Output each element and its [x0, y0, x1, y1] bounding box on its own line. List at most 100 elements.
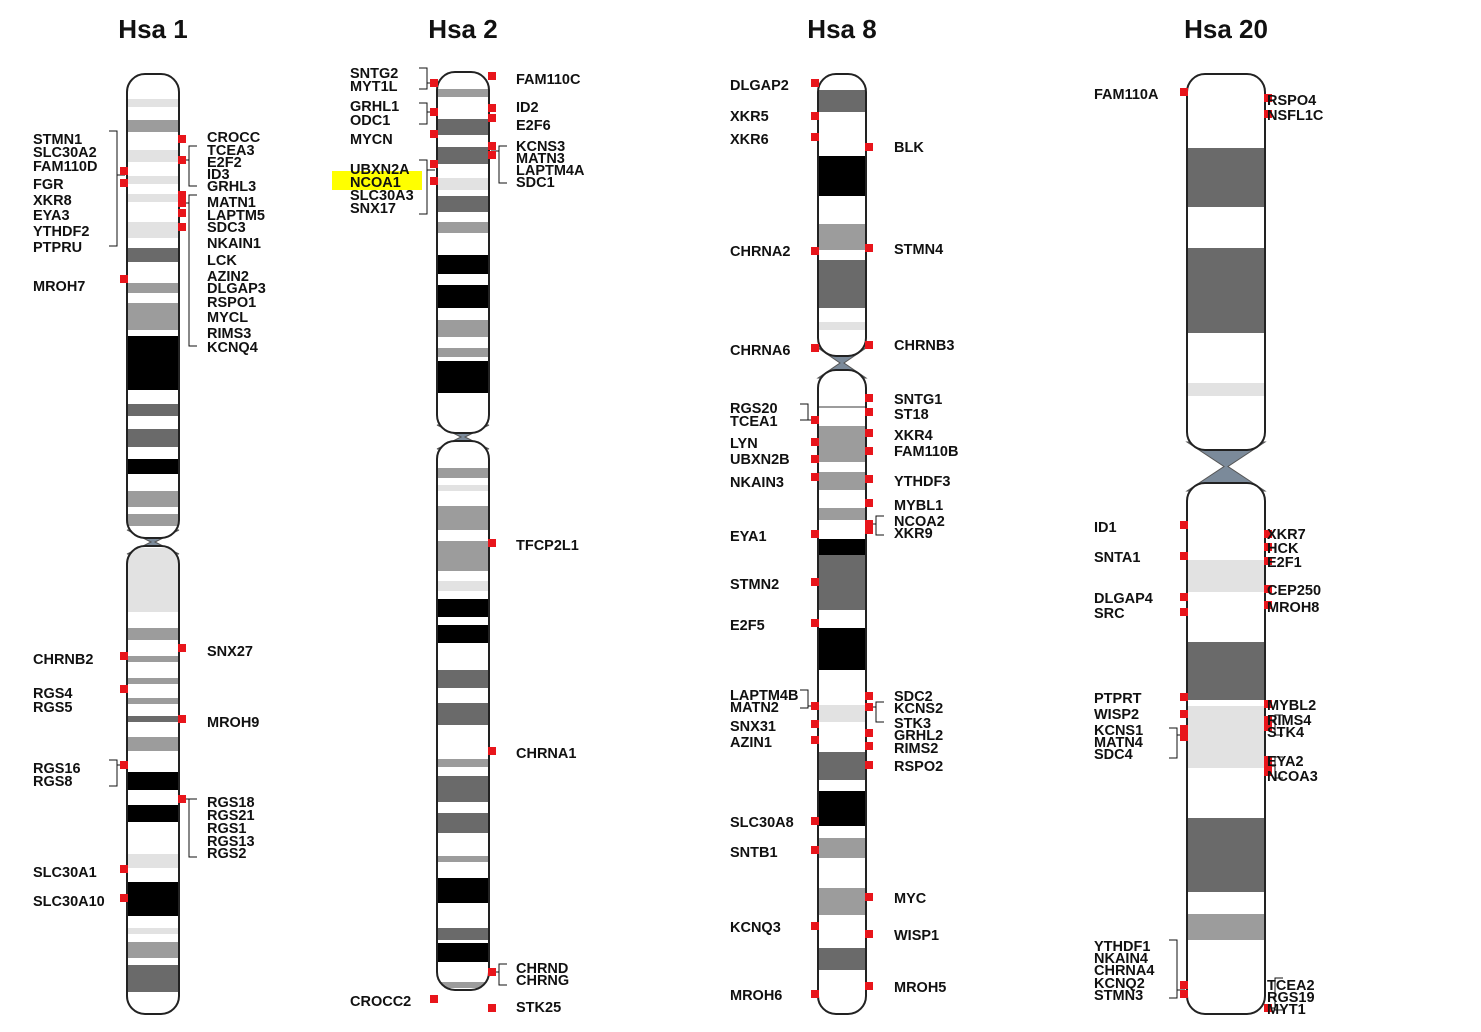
- band: [127, 805, 179, 822]
- gene-label: CHRNG: [516, 973, 569, 989]
- gene-label: MROH6: [730, 988, 782, 1004]
- gene-marker: [1264, 762, 1272, 770]
- chromosome-hsa1: Hsa 1STMN1SLC30A2FAM110DFGRXKR8EYA3YTHDF…: [33, 14, 266, 1015]
- gene-label: NSFL1C: [1267, 108, 1324, 124]
- gene-marker: [1264, 110, 1272, 118]
- gene-marker: [1180, 552, 1188, 560]
- band: [818, 508, 866, 520]
- gene-marker: [865, 742, 873, 750]
- gene-label: UBXN2B: [730, 452, 790, 468]
- gene-marker: [865, 893, 873, 901]
- gene-label: EYA3: [33, 208, 70, 224]
- gene-marker: [178, 795, 186, 803]
- gene-label: LAPTM4B: [730, 688, 798, 704]
- gene-marker: [1180, 88, 1188, 96]
- gene-marker: [811, 455, 819, 463]
- band: [818, 705, 866, 722]
- gene-label: RGS19: [1267, 990, 1315, 1006]
- gene-label: FAM110A: [1094, 87, 1159, 103]
- gene-label: CEP250: [1267, 583, 1321, 599]
- gene-marker: [430, 160, 438, 168]
- band: [437, 485, 489, 491]
- band: [1187, 706, 1265, 768]
- band: [437, 147, 489, 164]
- gene-marker: [865, 143, 873, 151]
- gene-label: PTPRT: [1094, 691, 1142, 707]
- gene-label: FGR: [33, 177, 64, 193]
- gene-marker: [865, 729, 873, 737]
- chromosome-title: Hsa 8: [807, 14, 876, 44]
- gene-label: PTPRU: [33, 240, 82, 256]
- gene-label: FAM110B: [894, 444, 958, 460]
- p-arm-outline: [436, 71, 490, 434]
- gene-label: GRHL2: [894, 728, 943, 744]
- gene-label: STMN2: [730, 577, 779, 593]
- band: [437, 285, 489, 308]
- gene-marker: [488, 114, 496, 122]
- gene-marker: [1180, 990, 1188, 998]
- gene-label: NKAIN4: [1094, 951, 1148, 967]
- gene-label: NCOA2: [894, 514, 945, 530]
- band: [437, 878, 489, 903]
- chromosome-title: Hsa 2: [428, 14, 497, 44]
- gene-label: STK4: [1267, 725, 1304, 741]
- gene-label: ID3: [207, 167, 230, 183]
- gene-marker: [178, 209, 186, 217]
- gene-label: E2F6: [516, 118, 551, 134]
- gene-marker: [865, 394, 873, 402]
- gene-marker: [811, 720, 819, 728]
- band: [437, 625, 489, 643]
- gene-marker: [178, 199, 186, 207]
- band: [437, 599, 489, 617]
- gene-highlight: [332, 171, 422, 190]
- gene-label: TFCP2L1: [516, 538, 579, 554]
- band: [818, 539, 866, 555]
- band: [127, 491, 179, 507]
- gene-label: SNTG2: [350, 66, 398, 82]
- gene-label: RIMS3: [207, 326, 251, 342]
- gene-label: SNTA1: [1094, 550, 1140, 566]
- gene-label: MYT1L: [350, 79, 398, 95]
- band: [818, 472, 866, 490]
- gene-marker: [811, 530, 819, 538]
- gene-label: MATN2: [730, 700, 779, 716]
- gene-marker: [811, 817, 819, 825]
- band: [127, 336, 179, 390]
- band: [127, 698, 179, 704]
- gene-label: SDC3: [207, 220, 246, 236]
- gene-label: CROCC2: [350, 994, 411, 1010]
- chromosome-hsa20: Hsa 20FAM110AID1SNTA1DLGAP4SRCPTPRTWISP2…: [1094, 14, 1324, 1018]
- band: [127, 459, 179, 474]
- band: [818, 628, 866, 670]
- gene-label: UBXN2A: [350, 162, 410, 178]
- gene-marker: [865, 520, 873, 528]
- gene-label: LAPTM4A: [516, 163, 585, 179]
- gene-marker: [1180, 608, 1188, 616]
- gene-marker: [1264, 557, 1272, 565]
- gene-marker: [120, 685, 128, 693]
- gene-label: XKR7: [1267, 527, 1306, 543]
- band: [437, 89, 489, 97]
- gene-label: SLC30A2: [33, 145, 97, 161]
- gene-label: SDC4: [1094, 747, 1133, 763]
- gene-marker: [178, 191, 186, 199]
- gene-label: E2F5: [730, 618, 765, 634]
- p-arm-outline: [817, 73, 867, 357]
- gene-label: SRC: [1094, 606, 1125, 622]
- gene-marker: [178, 223, 186, 231]
- q-arm-outline: [1186, 482, 1266, 1015]
- gene-label: MYCN: [350, 132, 393, 148]
- gene-label: KCNQ2: [1094, 976, 1145, 992]
- gene-marker: [120, 761, 128, 769]
- band: [437, 856, 489, 862]
- gene-marker: [488, 1004, 496, 1012]
- band: [127, 737, 179, 751]
- gene-label: NKAIN3: [730, 475, 784, 491]
- gene-label: RGS1: [207, 821, 247, 837]
- gene-label: RGS16: [33, 761, 81, 777]
- gene-label: RGS5: [33, 700, 73, 716]
- gene-marker: [1180, 981, 1188, 989]
- band: [818, 260, 866, 308]
- gene-marker: [178, 715, 186, 723]
- gene-marker: [120, 652, 128, 660]
